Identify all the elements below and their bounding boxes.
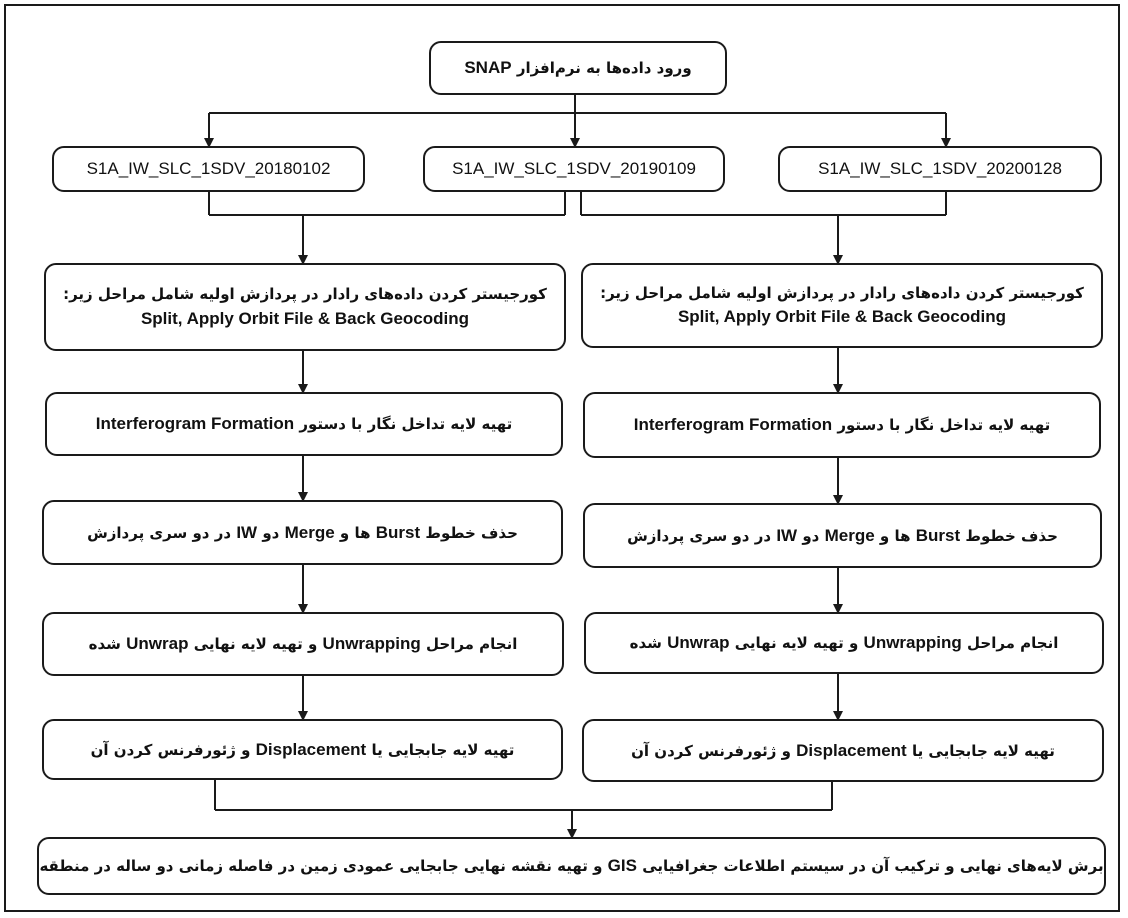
snap-software-name: SNAP xyxy=(464,58,512,78)
displacement-term: Displacement xyxy=(796,740,907,760)
interferogram-command: Interferogram Formation xyxy=(95,414,295,434)
snap-input-text: ورود داده‌ها به نرم‌افزار xyxy=(516,59,692,78)
gis-term: GIS xyxy=(607,856,637,876)
deburst-text: در دو سری پردازش xyxy=(87,523,232,542)
unwrapping-text: و تهیه لایه نهایی xyxy=(734,634,859,653)
displacement-label: تهیه لایه جابجایی یا Displacement و ژئور… xyxy=(631,738,1055,764)
unwrapping-term: Unwrapping xyxy=(863,633,962,653)
deburst-merge-label: حذف خطوط Burst ها و Merge دو IW در دو سر… xyxy=(627,523,1058,549)
coregistration-text-en: Split, Apply Orbit File & Back Geocoding xyxy=(140,308,470,328)
interferogram-box-left: تهیه لایه تداخل نگار با دستور Interferog… xyxy=(45,392,563,456)
coregistration-text-fa: کورجیستر کردن داده‌های رادار در پردازش ا… xyxy=(63,285,547,303)
final-output-label: برش لایه‌های نهایی و ترکیب آن در سیستم ا… xyxy=(39,853,1103,879)
snap-input-box: ورود داده‌ها به نرم‌افزار SNAP xyxy=(429,41,727,95)
unwrapping-text: انجام مراحل xyxy=(426,635,518,654)
unwrap-term: Unwrap xyxy=(126,634,189,654)
unwrapping-text: انجام مراحل xyxy=(967,634,1059,653)
unwrapping-label: انجام مراحل Unwrapping و تهیه لایه نهایی… xyxy=(630,630,1059,656)
coregistration-box-left: کورجیستر کردن داده‌های رادار در پردازش ا… xyxy=(44,263,566,351)
deburst-text: دو xyxy=(262,523,280,542)
image-box-20190109: S1A_IW_SLC_1SDV_20190109 xyxy=(423,146,725,192)
coregistration-text-fa: کورجیستر کردن داده‌های رادار در پردازش ا… xyxy=(600,283,1084,302)
snap-input-label: ورود داده‌ها به نرم‌افزار SNAP xyxy=(464,55,691,81)
burst-term: Burst xyxy=(375,522,421,542)
unwrapping-term: Unwrapping xyxy=(322,634,421,654)
unwrapping-box-left: انجام مراحل Unwrapping و تهیه لایه نهایی… xyxy=(42,612,564,676)
final-output-text: و تهیه نقشه نهایی جابجایی عمودی زمین در … xyxy=(39,857,603,876)
displacement-label: تهیه لایه جابجایی یا Displacement و ژئور… xyxy=(91,737,515,763)
image-label-20180102: S1A_IW_SLC_1SDV_20180102 xyxy=(86,159,331,179)
image-label-20190109: S1A_IW_SLC_1SDV_20190109 xyxy=(452,159,696,179)
unwrapping-text: و تهیه لایه نهایی xyxy=(193,635,318,654)
interferogram-text-fa: تهیه لایه تداخل نگار با دستور xyxy=(299,415,513,434)
merge-term: Merge xyxy=(824,525,875,545)
image-label-20200128: S1A_IW_SLC_1SDV_20200128 xyxy=(818,159,1062,179)
unwrapping-label: انجام مراحل Unwrapping و تهیه لایه نهایی… xyxy=(89,631,518,657)
deburst-text: ها و xyxy=(339,523,371,542)
interferogram-label: تهیه لایه تداخل نگار با دستور Interferog… xyxy=(634,412,1051,438)
iw-term: IW xyxy=(776,525,798,545)
displacement-text: و ژئورفرنس کردن آن xyxy=(90,740,251,759)
deburst-text: حذف خطوط xyxy=(425,523,518,542)
coregistration-text-en: Split, Apply Orbit File & Back Geocoding xyxy=(677,307,1007,326)
interferogram-label: تهیه لایه تداخل نگار با دستور Interferog… xyxy=(96,411,513,437)
image-box-20200128: S1A_IW_SLC_1SDV_20200128 xyxy=(778,146,1102,192)
merge-term: Merge xyxy=(284,522,335,542)
final-output-text: برش لایه‌های نهایی و ترکیب آن در سیستم ا… xyxy=(642,857,1104,876)
unwrap-term: Unwrap xyxy=(667,633,730,653)
deburst-merge-box-left: حذف خطوط Burst ها و Merge دو IW در دو سر… xyxy=(42,500,563,565)
interferogram-box-right: تهیه لایه تداخل نگار با دستور Interferog… xyxy=(583,392,1101,458)
deburst-text: در دو سری پردازش xyxy=(627,526,772,545)
displacement-text: و ژئورفرنس کردن آن xyxy=(631,741,791,760)
displacement-text: تهیه لایه جابجایی یا xyxy=(371,740,515,759)
deburst-text: دو xyxy=(802,526,820,545)
deburst-text: ها و xyxy=(879,526,911,545)
unwrapping-text: شده xyxy=(629,634,662,653)
unwrapping-box-right: انجام مراحل Unwrapping و تهیه لایه نهایی… xyxy=(584,612,1104,674)
coregistration-box-right: کورجیستر کردن داده‌های رادار در پردازش ا… xyxy=(581,263,1103,348)
displacement-box-left: تهیه لایه جابجایی یا Displacement و ژئور… xyxy=(42,719,563,780)
deburst-merge-box-right: حذف خطوط Burst ها و Merge دو IW در دو سر… xyxy=(583,503,1102,568)
image-box-20180102: S1A_IW_SLC_1SDV_20180102 xyxy=(52,146,365,192)
deburst-text: حذف خطوط xyxy=(965,526,1058,545)
iw-term: IW xyxy=(236,522,258,542)
final-output-box: برش لایه‌های نهایی و ترکیب آن در سیستم ا… xyxy=(37,837,1106,895)
displacement-text: تهیه لایه جابجایی یا xyxy=(911,741,1055,760)
interferogram-command: Interferogram Formation xyxy=(633,415,833,435)
burst-term: Burst xyxy=(915,525,961,545)
displacement-box-right: تهیه لایه جابجایی یا Displacement و ژئور… xyxy=(582,719,1104,782)
deburst-merge-label: حذف خطوط Burst ها و Merge دو IW در دو سر… xyxy=(87,520,518,546)
diagram-frame xyxy=(4,4,1120,912)
displacement-term: Displacement xyxy=(255,739,367,759)
interferogram-text-fa: تهیه لایه تداخل نگار با دستور xyxy=(837,416,1051,435)
unwrapping-text: شده xyxy=(88,635,121,654)
